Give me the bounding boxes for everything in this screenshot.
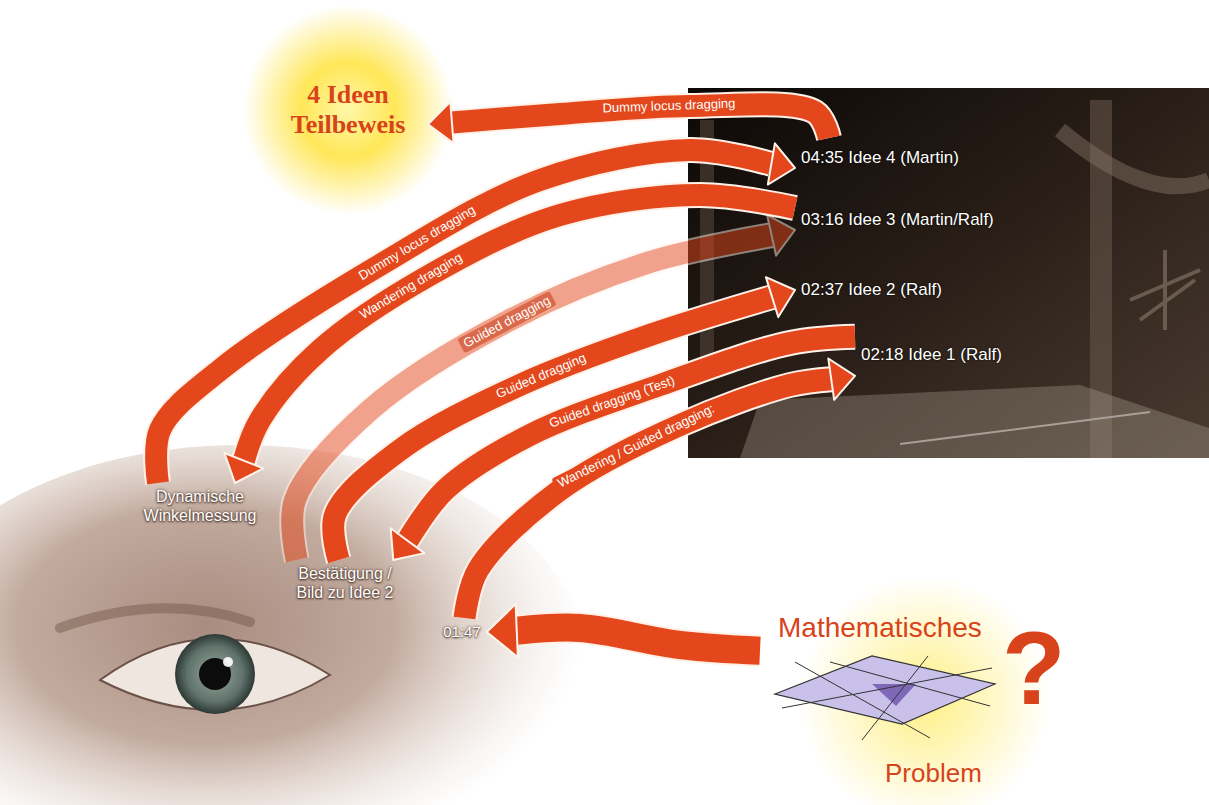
flow-arrow bbox=[224, 195, 795, 483]
arrow-outline bbox=[464, 379, 831, 618]
inner-triangle bbox=[872, 684, 916, 706]
arrow-head bbox=[766, 277, 795, 317]
machine-arc bbox=[1060, 130, 1209, 186]
step-label: Dynamische Winkelmessung bbox=[136, 487, 264, 525]
step-note: Dynamische Winkelmessung bbox=[130, 483, 270, 529]
sun-glow bbox=[243, 5, 453, 215]
arrow-head bbox=[767, 215, 795, 256]
arrow-outline bbox=[517, 628, 760, 651]
arrow-head bbox=[768, 143, 795, 184]
quadrilateral bbox=[775, 656, 995, 724]
eye-iris bbox=[175, 634, 255, 714]
paper-sheet bbox=[740, 385, 1209, 458]
eyebrow bbox=[60, 608, 250, 628]
arrow-head bbox=[828, 358, 855, 399]
time-label: 01:47 bbox=[443, 623, 481, 641]
flow-arrow bbox=[333, 277, 795, 560]
time-stamp: 01:47 bbox=[437, 618, 487, 646]
edge-label: Guided dragging bbox=[490, 348, 592, 403]
idea-label: 02:37 Idee 2 (Ralf) bbox=[801, 280, 942, 300]
flow-arrow bbox=[487, 604, 760, 657]
arrow-head bbox=[391, 528, 425, 560]
problem-heading: Problem bbox=[885, 758, 1060, 788]
result-title: 4 Ideen Teilbeweis bbox=[278, 80, 418, 140]
idea-label: 03:16 Idee 3 (Martin/Ralf) bbox=[801, 210, 994, 230]
idea-label: 02:18 Idee 1 (Ralf) bbox=[861, 345, 1002, 365]
eye-highlight bbox=[223, 657, 233, 667]
result-sun: 4 Ideen Teilbeweis bbox=[268, 74, 428, 146]
idea-label: 04:35 Idee 4 (Martin) bbox=[801, 148, 959, 168]
construction-line bbox=[830, 662, 990, 706]
propeller bbox=[1130, 250, 1200, 330]
arrow-head bbox=[224, 453, 263, 483]
arrow-band bbox=[517, 628, 760, 651]
arrow-outline bbox=[333, 297, 772, 560]
arrow-head bbox=[487, 604, 518, 657]
idea-entry: 02:18 Idee 1 (Ralf) bbox=[855, 329, 1008, 381]
arrow-band bbox=[244, 195, 795, 461]
pencil bbox=[900, 412, 1150, 444]
idea-entry: 03:16 Idee 3 (Martin/Ralf) bbox=[795, 200, 1000, 240]
construction-line bbox=[795, 662, 930, 738]
step-label: Bestätigung / Bild zu Idee 2 bbox=[288, 564, 403, 602]
idea-entry: 04:35 Idee 4 (Martin) bbox=[795, 138, 965, 178]
flow-arrow bbox=[156, 143, 795, 483]
arrow-band bbox=[408, 337, 855, 541]
arrow-outline bbox=[408, 337, 855, 541]
question-mark: ? bbox=[1002, 616, 1066, 720]
flow-arrow bbox=[391, 337, 855, 560]
construction-line bbox=[862, 656, 928, 740]
step-note: Bestätigung / Bild zu Idee 2 bbox=[282, 560, 409, 606]
arrow-outline bbox=[244, 195, 795, 461]
arrow-band bbox=[464, 379, 831, 618]
construction-line bbox=[782, 668, 992, 708]
arrow-band bbox=[333, 297, 772, 560]
arrow-head bbox=[428, 102, 454, 144]
idea-entry: 02:37 Idee 2 (Ralf) bbox=[795, 270, 948, 310]
edge-label: Guided dragging bbox=[457, 290, 557, 353]
